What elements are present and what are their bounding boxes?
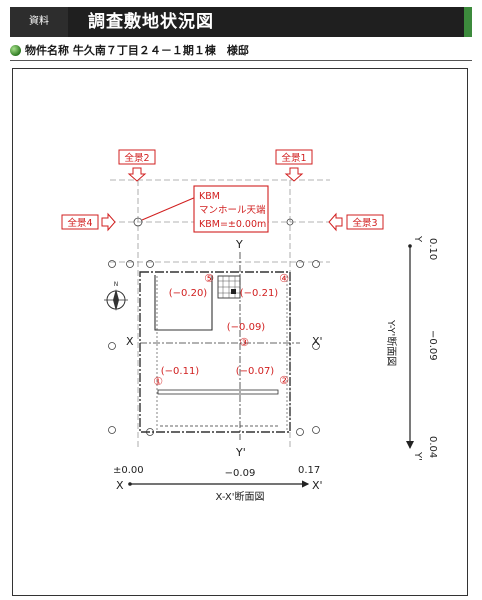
x-section-right-level: 0.17 (298, 465, 320, 476)
page-title: 調査敷地状況図 (88, 12, 214, 32)
view-marker-2: 全景2 (118, 149, 156, 182)
manhole-hatch (217, 275, 241, 299)
document-tag: 資料 (10, 7, 68, 37)
svg-text:−0.09: −0.09 (427, 330, 438, 361)
y-section-top-level: 0.10 (427, 238, 438, 260)
property-name: 牛久南７丁目２４－１期１棟 様邸 (72, 44, 249, 57)
svg-text:0.10: 0.10 (427, 238, 438, 260)
point-2-level: (−0.07) (236, 366, 275, 377)
kbm-level: KBM=±0.00m (199, 219, 266, 230)
point-5-id: ⑤ (204, 272, 214, 285)
y-section-bottom-level: 0.04 (427, 436, 438, 458)
property-row: 物件名称 牛久南７丁目２４－１期１棟 様邸 (10, 42, 472, 60)
point-2-id: ② (279, 374, 289, 387)
view-1-label: 全景1 (281, 152, 306, 164)
y-section-end: Y' (412, 451, 423, 461)
document-header: 資料 調査敷地状況図 (10, 7, 472, 37)
x-section-left-level: ±0.00 (113, 465, 144, 476)
svg-text:0.04: 0.04 (427, 436, 438, 458)
x-section-start: X (116, 479, 124, 492)
x-section-end: X' (312, 479, 323, 492)
kbm-title: KBM (199, 191, 220, 202)
view-marker-4: 全景4 (61, 212, 116, 232)
header-accent-bar (464, 7, 472, 37)
section-mark-y: Y (235, 238, 243, 251)
svg-text:N: N (114, 281, 119, 288)
property-label: 物件名称 (25, 44, 69, 57)
bullet-icon (10, 45, 21, 56)
x-section-caption: X-X'断面図 (215, 490, 264, 503)
svg-text:Y': Y' (412, 451, 423, 461)
x-section-mid-level: −0.09 (225, 468, 256, 479)
section-cut-lines (140, 252, 300, 440)
view-4-label: 全景4 (67, 217, 92, 229)
measurement-points: ⑤ (−0.20) ④ (−0.21) (−0.09) ③ (−0.11) ① … (153, 272, 289, 388)
point-3-level: (−0.09) (227, 322, 266, 333)
boundary-posts (108, 217, 320, 436)
kbm-callout: KBM マンホール天端 KBM=±0.00m (141, 185, 269, 233)
y-section-start: Y (412, 235, 423, 243)
site-outline (139, 271, 291, 433)
svg-text:Y-Y'断面図: Y-Y'断面図 (385, 319, 398, 366)
subtitle-rule (10, 60, 472, 61)
y-section-profile (406, 244, 414, 449)
x-section-profile: ±0.00 −0.09 0.17 X X' X-X'断面図 (113, 465, 323, 503)
y-section-caption: Y-Y'断面図 (385, 319, 398, 366)
y-section-mid-level: −0.09 (427, 330, 438, 361)
view-marker-3: 全景3 (328, 212, 384, 232)
north-arrow-icon: N (104, 281, 128, 311)
point-1-level: (−0.11) (161, 366, 200, 377)
section-mark-x-prime: X' (312, 335, 323, 348)
view-marker-1: 全景1 (275, 149, 313, 182)
point-5-level: (−0.20) (169, 288, 208, 299)
point-3-id: ③ (239, 336, 249, 349)
kbm-manhole: マンホール天端 (199, 204, 266, 216)
section-mark-x: X (126, 335, 134, 348)
svg-text:Y: Y (412, 235, 423, 243)
point-4-id: ④ (279, 272, 289, 285)
section-mark-y-prime: Y' (235, 446, 246, 459)
view-2-label: 全景2 (124, 152, 149, 164)
view-3-label: 全景3 (352, 217, 377, 229)
drawing-frame (12, 68, 468, 596)
point-4-level: (−0.21) (240, 288, 279, 299)
point-1-id: ① (153, 375, 163, 388)
